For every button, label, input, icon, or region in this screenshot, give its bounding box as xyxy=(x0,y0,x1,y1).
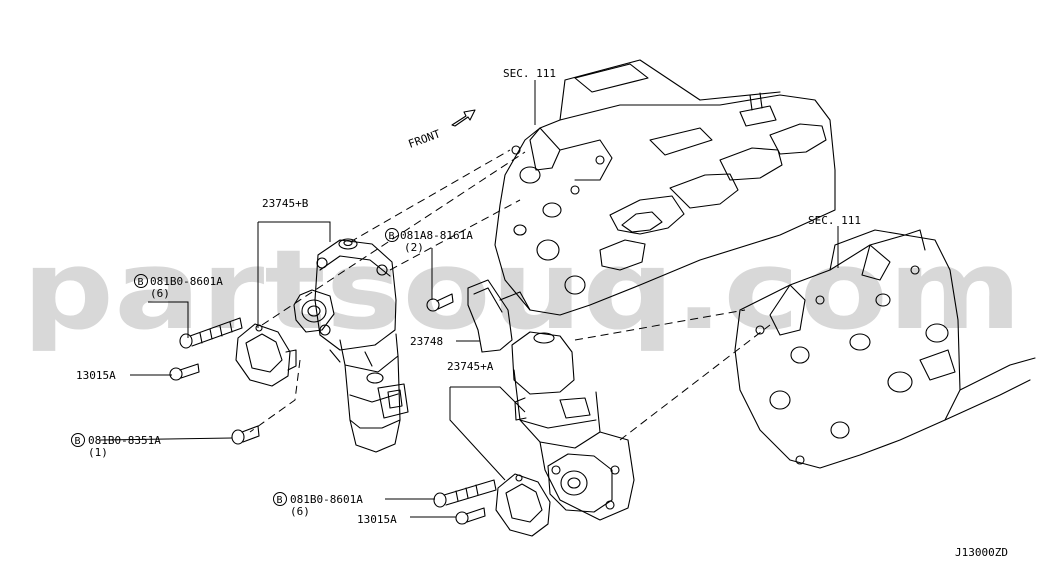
sensor-bracket-a xyxy=(495,473,551,537)
bolt-13015a-lower xyxy=(455,507,486,525)
gasket-23748 xyxy=(467,279,513,353)
callout-081b0-8601a-lower: B 081B0-8601A (6) xyxy=(273,492,363,518)
sec-label-upper: SEC. 111 xyxy=(503,67,556,80)
front-label: FRONT xyxy=(407,127,443,151)
bolt-badge: B xyxy=(389,231,395,242)
bolt-badge: B xyxy=(277,495,283,506)
label-13015a-upper: 13015A xyxy=(76,369,116,382)
sec-label-lower: SEC. 111 xyxy=(808,214,861,227)
callout-081b0-8351a: B 081B0-8351A (1) xyxy=(71,433,161,459)
bolt-081a8-8161a xyxy=(426,293,454,312)
sensor-bracket-b xyxy=(235,323,297,387)
timing-solenoid-assy-a xyxy=(511,331,635,521)
part-qty: (6) xyxy=(290,505,310,518)
part-qty: (6) xyxy=(150,287,170,300)
callout-081a8-8161a: B 081A8-8161A (2) xyxy=(385,228,473,254)
part-qty: (1) xyxy=(88,446,108,459)
label-23745-b: 23745+B xyxy=(262,197,309,210)
bolt-081b0-8601a-lower xyxy=(433,479,497,508)
part-number: 081A8-8161A xyxy=(400,229,473,242)
cylinder-head-lower xyxy=(734,229,1036,469)
cylinder-head-upper xyxy=(494,59,836,316)
alignment-lines xyxy=(249,149,771,441)
part-number: 081B0-8601A xyxy=(150,275,223,288)
bolt-081b0-8351a xyxy=(231,425,260,445)
part-number: 081B0-8351A xyxy=(88,434,161,447)
part-number: 081B0-8601A xyxy=(290,493,363,506)
label-23748: 23748 xyxy=(410,335,443,348)
bolt-badge: B xyxy=(75,436,81,447)
callout-081b0-8601a-upper: B 081B0-8601A (6) xyxy=(134,274,223,300)
label-23745-a: 23745+A xyxy=(447,360,494,373)
watermark: partsouq.com xyxy=(22,226,1022,354)
front-arrow-icon xyxy=(451,109,476,127)
part-qty: (2) xyxy=(404,241,424,254)
timing-solenoid-assy-b xyxy=(293,238,409,453)
diagram-code: J13000ZD xyxy=(955,546,1008,559)
leader-lines xyxy=(99,80,839,518)
bolt-badge: B xyxy=(138,277,144,288)
bolt-13015a-upper xyxy=(169,363,200,381)
bolt-081b0-8601a-upper xyxy=(179,317,243,349)
label-13015a-lower: 13015A xyxy=(357,513,397,526)
